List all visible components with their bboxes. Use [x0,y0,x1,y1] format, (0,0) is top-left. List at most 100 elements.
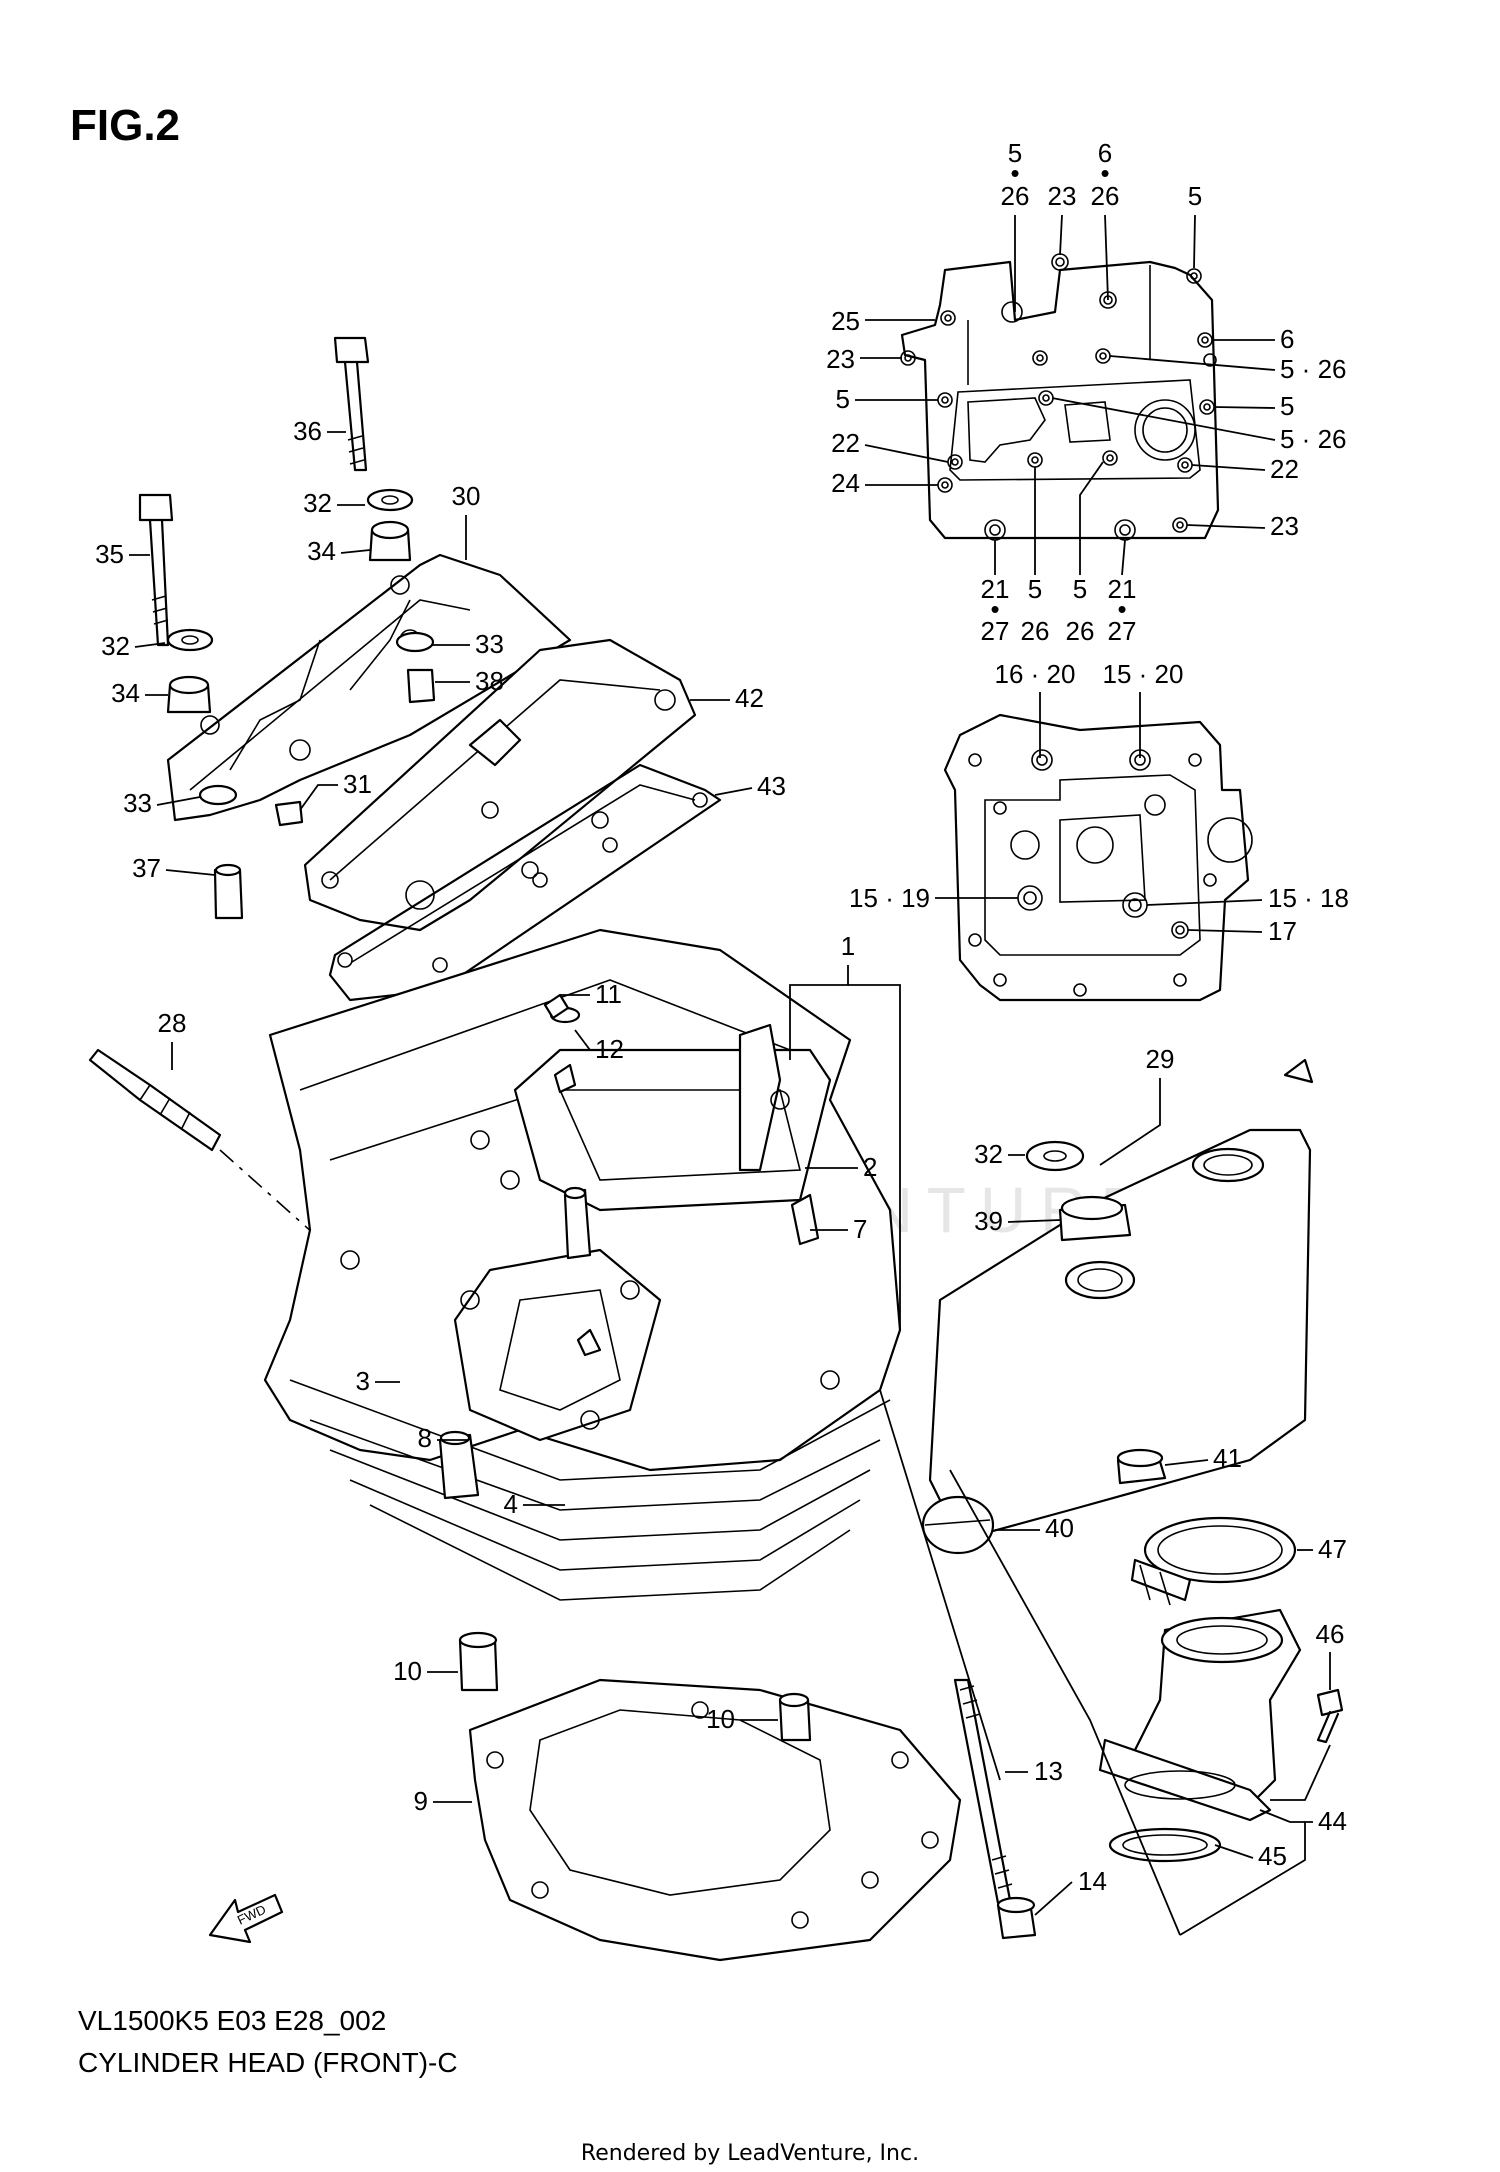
main-leaders [129,431,1331,1936]
callout-26: 26 [1021,616,1050,646]
callout-27: 27 [1108,616,1137,646]
callout-34: 34 [111,678,140,708]
callout-17: 17 [1268,916,1297,946]
callout-8: 8 [418,1423,432,1453]
callout-13: 13 [1034,1756,1063,1786]
callout-31: 31 [343,769,372,799]
callout-7: 7 [853,1214,867,1244]
separator-dot: • [1010,158,1019,188]
callout-26: 26 [1001,181,1030,211]
callout-23: 23 [1270,511,1299,541]
callout-46: 46 [1316,1619,1345,1649]
callout-23: 23 [1048,181,1077,211]
grommets-32-39 [1025,1140,1132,1242]
callout-30: 30 [452,481,481,511]
forward-arrow-icon: FWD [208,1893,284,1944]
callout-5-26: 5 · 26 [1280,424,1347,454]
head-underside-leaders [935,692,1263,933]
callout-5: 5 [1028,574,1042,604]
cylinder-head-cover-drawing [166,553,572,822]
callout-5-26: 5 · 26 [1280,354,1347,384]
cam-housing-gasket-drawing [328,763,722,1002]
callout-10: 10 [706,1704,735,1734]
callout-21: 21 [981,574,1010,604]
callout-41: 41 [1213,1443,1242,1473]
callout-32: 32 [303,488,332,518]
callout-44: 44 [1318,1806,1347,1836]
callout-15-18: 15 · 18 [1268,883,1349,913]
cam-housing-drawing [303,638,697,932]
callout-5: 5 [836,384,850,414]
callout-43: 43 [757,771,786,801]
callout-11: 11 [595,979,622,1009]
callout-5: 5 [1280,391,1294,421]
bolt-35 [138,493,174,647]
clamp-47 [1130,1516,1297,1606]
callout-6: 6 [1280,324,1294,354]
callout-37: 37 [132,853,161,883]
callout-34: 34 [307,536,336,566]
figure-title: FIG.2 [70,101,180,150]
callout-45: 45 [1258,1841,1287,1871]
intake-pipe-44 [1098,1608,1302,1822]
spark-plug-28 [88,1048,222,1152]
callout-32: 32 [101,631,130,661]
callout-5: 5 [1188,181,1202,211]
callout-23: 23 [826,344,855,374]
cap-41 [1116,1448,1167,1485]
dowels-10 [458,1631,812,1742]
callout-36: 36 [293,416,322,446]
cylinder-head-drawing [263,928,902,1601]
bolt-46 [1316,1688,1344,1744]
callout-47: 47 [1318,1534,1347,1564]
callout-40: 40 [1045,1513,1074,1543]
callout-25: 25 [831,306,860,336]
washers-32-34 [166,488,436,920]
head-gasket-9 [468,1678,962,1962]
model-code: VL1500K5 E03 E28_002 [78,2005,386,2036]
callout-1: 1 [841,931,855,961]
callout-9: 9 [414,1786,428,1816]
separator-dot: • [1117,594,1126,624]
callout-15-20: 15 · 20 [1103,659,1184,689]
separator-dot: • [1100,158,1109,188]
callout-27: 27 [981,616,1010,646]
callout-5: 5 [1073,574,1087,604]
section-title: CYLINDER HEAD (FRONT)-C [78,2047,458,2078]
callout-10: 10 [393,1656,422,1686]
bolt-36 [333,336,370,472]
separator-dot: • [990,594,999,624]
callout-4: 4 [504,1489,518,1519]
callout-32: 32 [974,1139,1003,1169]
callout-21: 21 [1108,574,1137,604]
stud-13 [953,1678,1037,1940]
callout-33: 33 [123,788,152,818]
cap-40 [921,1495,995,1555]
callout-12: 12 [595,1034,624,1064]
rendered-by-note: Rendered by LeadVenture, Inc. [581,2141,919,2166]
callout-26: 26 [1066,616,1095,646]
head-underside-drawing [943,713,1253,1002]
callout-6: 6 [1098,138,1112,168]
callout-28: 28 [158,1008,187,1038]
callout-24: 24 [831,468,860,498]
cover-gasket-leaders [855,214,1276,576]
callout-5: 5 [1008,138,1022,168]
callout-14: 14 [1078,1866,1107,1896]
callout-16-20: 16 · 20 [995,659,1076,689]
callout-2: 2 [863,1152,877,1182]
callout-29: 29 [1146,1044,1175,1074]
callout-15-19: 15 · 19 [849,883,930,913]
callout-3: 3 [356,1366,370,1396]
seal-45 [1108,1827,1222,1863]
callout-33: 33 [475,629,504,659]
callout-35: 35 [95,539,124,569]
callout-39: 39 [974,1206,1003,1236]
callout-42: 42 [735,683,764,713]
cover-gasket-drawing [900,253,1220,541]
callout-26: 26 [1091,181,1120,211]
callout-22: 22 [1270,454,1299,484]
callout-22: 22 [831,428,860,458]
callout-38: 38 [475,666,504,696]
